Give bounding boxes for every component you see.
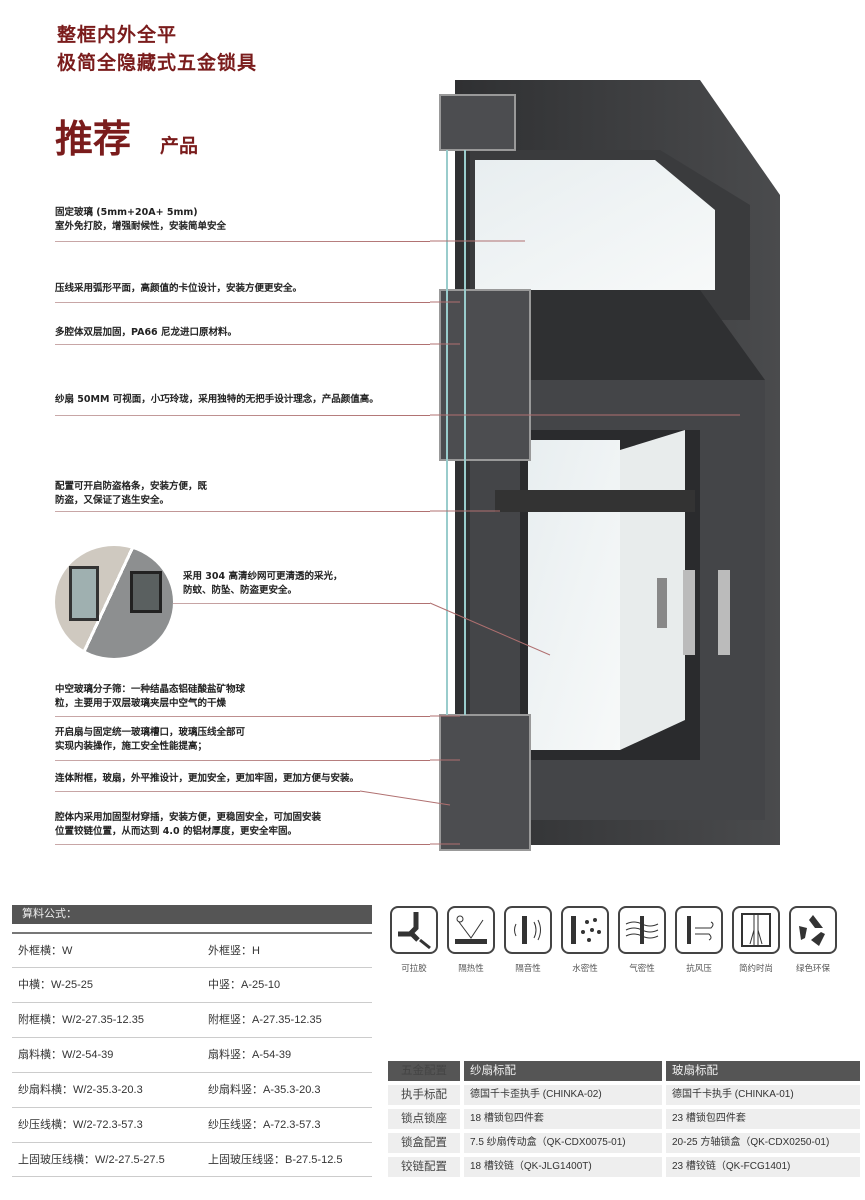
note-divider: [55, 344, 430, 345]
watertight-icon: [561, 906, 609, 954]
note-reinforcement: 腔体内采用加固型材穿插，安装方便，更稳固安全，可加固安装位置铰链位置，从而达到 …: [55, 812, 322, 837]
feature-eco: 绿色环保: [789, 906, 837, 974]
note-bead: 压线采用弧形平面，高颜值的卡位设计，安装方便更安全。: [55, 283, 303, 294]
feature-label: 气密性: [629, 964, 655, 974]
feature-sound: 隔音性: [504, 906, 552, 974]
note-security-bar: 配置可开启防盗格条，安装方便，既防盗，又保证了逃生安全。: [55, 481, 208, 506]
feature-label: 隔音性: [515, 964, 541, 974]
airtight-icon: [618, 906, 666, 954]
feature-label: 简约时尚: [738, 964, 773, 974]
minimal-style-icon: [732, 906, 780, 954]
note-divider: [55, 241, 430, 242]
note-fixed-glass: 固定玻璃 (5mm+20A+ 5mm)室外免打胶，增强耐候性，安装简单安全: [55, 207, 227, 232]
note-multi-cavity: 多腔体双层加固，PA66 尼龙进口原材料。: [55, 327, 237, 338]
note-divider: [173, 603, 430, 604]
sound-insulation-icon: [504, 906, 552, 954]
feature-wind: 抗风压: [675, 906, 723, 974]
recycle-icon: [789, 906, 837, 954]
hardware-config-table: 五金配置纱扇标配玻扇标配 执手标配德国千卡歪执手 (CHINKA-02)德国千卡…: [388, 1061, 860, 1181]
note-subframe: 连体附框，玻扇，外平推设计，更加安全，更加牢固，更加方便与安装。: [55, 773, 360, 784]
note-divider: [55, 511, 430, 512]
feature-label: 水密性: [572, 964, 598, 974]
screen-mesh-photo: [55, 546, 173, 658]
note-divider: [55, 415, 430, 416]
feature-label: 可拉胶: [401, 964, 427, 974]
feature-label: 隔热性: [458, 964, 484, 974]
product-label: 产品: [160, 135, 199, 157]
window-cross-section-illustration: [359, 80, 780, 851]
recommend-title: 推荐: [55, 116, 132, 161]
feature-air: 气密性: [618, 906, 666, 974]
note-divider: [55, 844, 430, 845]
note-mesh: 采用 304 高清纱网可更清透的采光，防蚊、防坠、防盗更安全。: [183, 571, 343, 596]
note-divider: [55, 760, 430, 761]
table-header: 五金配置纱扇标配玻扇标配: [388, 1061, 860, 1081]
note-glazing-slot: 开启扇与固定统一玻璃槽口，玻璃压线全部可实现内装操作，施工安全性能提高；: [55, 727, 246, 752]
headline-2: 极简全隐藏式五金锁具: [57, 52, 258, 74]
headline-1: 整框内外全平: [57, 24, 178, 46]
note-divider: [55, 716, 430, 717]
note-divider: [55, 791, 360, 792]
sealant-icon: [390, 906, 438, 954]
feature-sealant: 可拉胶: [390, 906, 438, 974]
formula-title: 算料公式：: [12, 905, 372, 924]
feature-style: 简约时尚: [732, 906, 780, 974]
feature-heat: 隔热性: [447, 906, 495, 974]
heat-insulation-icon: [447, 906, 495, 954]
note-molecular-sieve: 中空玻璃分子筛：一种结晶态铝硅酸盐矿物球粒，主要用于双层玻璃夹层中空气的干燥: [55, 684, 246, 709]
feature-label: 抗风压: [686, 964, 712, 974]
table-row: 执手标配德国千卡歪执手 (CHINKA-02)德国千卡执手 (CHINKA-01…: [388, 1085, 860, 1105]
feature-label: 绿色环保: [795, 964, 830, 974]
wind-pressure-icon: [675, 906, 723, 954]
feature-icons: 可拉胶 隔热性 隔音性 水密性 气密性 抗风压 简约时尚 绿色环保: [390, 906, 837, 974]
feature-water: 水密性: [561, 906, 609, 974]
note-screen-sash: 纱扇 50MM 可视面，小巧玲珑，采用独特的无把手设计理念，产品颜值高。: [55, 394, 379, 405]
note-divider: [55, 302, 430, 303]
